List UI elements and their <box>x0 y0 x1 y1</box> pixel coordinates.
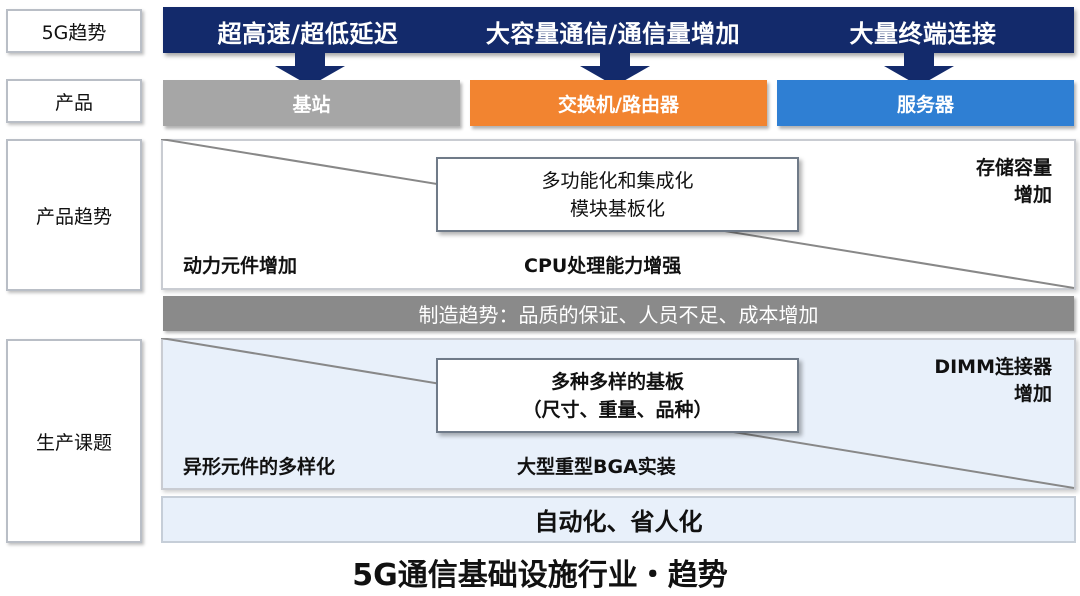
product-switch-router-label: 交换机/路由器 <box>558 93 679 116</box>
label-products: 产品 <box>6 79 142 123</box>
product-trend-right-text: 存储容量 增加 <box>920 155 1052 209</box>
top-item-2: 大容量通信/通信量增加 <box>485 20 741 48</box>
production-box-line-2: （尺寸、重量、品种） <box>522 398 713 421</box>
manufacturing-trend-text: 制造趋势：品质的保证、人员不足、成本增加 <box>418 303 819 327</box>
automation-bar: 自动化、省人化 <box>161 496 1076 543</box>
product-base-station: 基站 <box>163 80 460 126</box>
top-trend-bar <box>163 7 1074 53</box>
product-trend-box-line-2: 模块基板化 <box>569 197 665 220</box>
manufacturing-trend-bar: 制造趋势：品质的保证、人员不足、成本增加 <box>163 296 1074 331</box>
product-trend-right-line-1: 存储容量 <box>975 157 1052 179</box>
product-switch-router: 交换机/路由器 <box>470 80 767 126</box>
production-right-text: DIMM连接器 增加 <box>880 354 1052 408</box>
label-production-issues: 生产课题 <box>6 339 142 543</box>
production-right-line-2: 增加 <box>1013 383 1052 405</box>
label-product-trend: 产品趋势 <box>6 139 142 291</box>
product-trend-left-text: 动力元件增加 <box>183 255 298 277</box>
label-production-issues-text: 生产课题 <box>35 431 112 454</box>
production-right-line-1: DIMM连接器 <box>934 356 1052 378</box>
top-item-1: 超高速/超低延迟 <box>217 20 399 48</box>
label-5g-trend: 5G趋势 <box>6 9 142 53</box>
production-left-text: 异形元件的多样化 <box>183 456 336 478</box>
label-product-trend-text: 产品趋势 <box>35 205 112 228</box>
top-item-3: 大量终端连接 <box>849 20 997 48</box>
arrow-down-icon <box>275 53 345 86</box>
arrow-down-icon <box>884 53 954 86</box>
label-products-text: 产品 <box>54 91 93 114</box>
arrow-down-icon <box>580 53 650 86</box>
product-trend-box-line-1: 多功能化和集成化 <box>541 169 694 192</box>
caption-title: 5G通信基础设施行业・趋势 <box>352 558 728 593</box>
production-box-line-1: 多种多样的基板 <box>550 370 684 393</box>
product-server: 服务器 <box>777 80 1074 126</box>
label-5g-trend-text: 5G趋势 <box>41 21 107 44</box>
production-center-text: 大型重型BGA实装 <box>517 456 676 478</box>
product-server-label: 服务器 <box>896 93 954 116</box>
product-trend-box: 多功能化和集成化 模块基板化 <box>436 157 799 232</box>
product-trend-center-text: CPU处理能力增强 <box>524 255 682 277</box>
product-base-station-label: 基站 <box>292 93 331 116</box>
production-box: 多种多样的基板 （尺寸、重量、品种） <box>436 358 799 433</box>
product-trend-right-line-2: 增加 <box>1013 184 1052 206</box>
automation-text: 自动化、省人化 <box>534 508 703 536</box>
